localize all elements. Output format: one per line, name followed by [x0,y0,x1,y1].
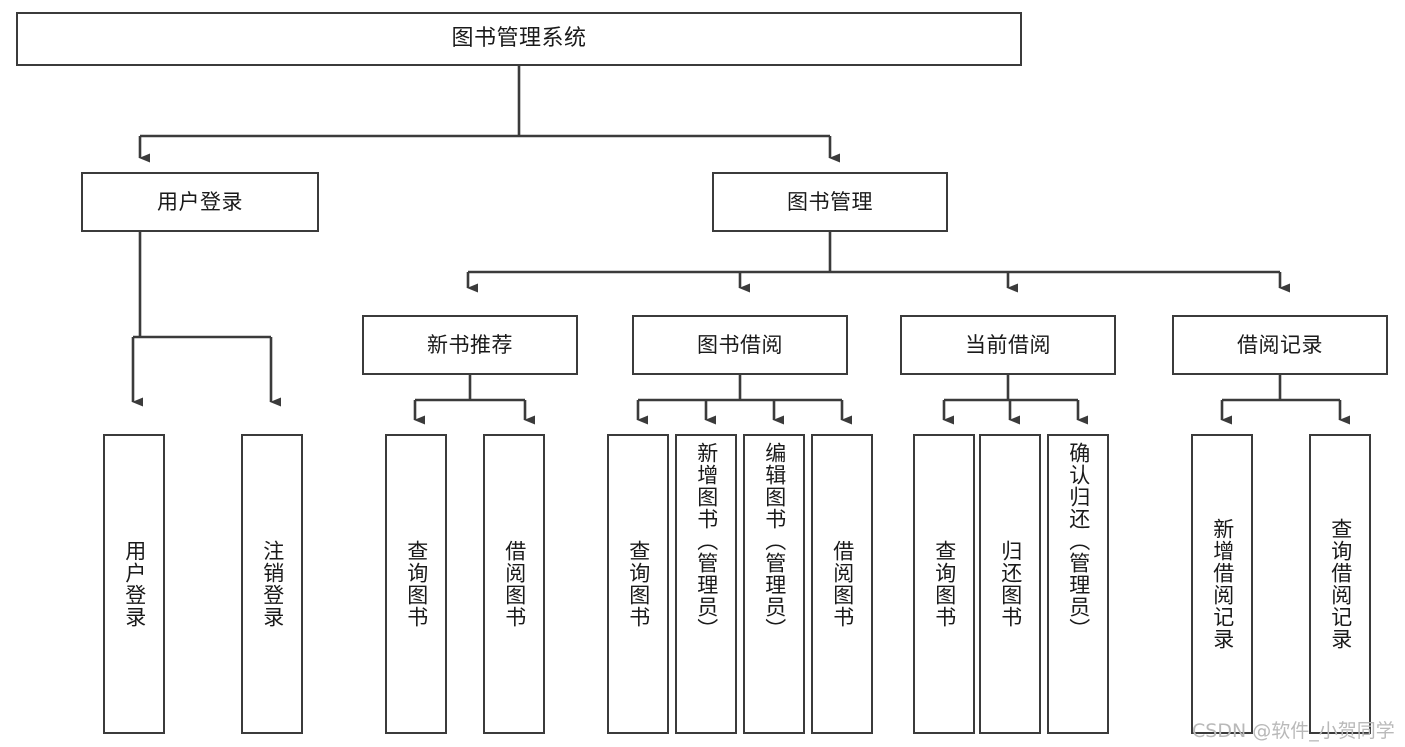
node-borrow-record[interactable]: 借阅记录 [1172,315,1388,375]
node-label: 注销登录 [260,540,285,628]
node-new-book-recommend[interactable]: 新书推荐 [362,315,578,375]
node-label: 借阅图书 [830,540,855,628]
node-label: 新书推荐 [427,332,513,357]
node-book-management[interactable]: 图书管理 [712,172,948,232]
leaf-confirm-return-admin[interactable]: 确认归还（管理员） [1047,434,1109,734]
node-label: 当前借阅 [965,332,1051,357]
leaf-logout-login[interactable]: 注销登录 [241,434,303,734]
node-label: 确认归还（管理员） [1066,442,1091,640]
node-user-login[interactable]: 用户登录 [81,172,319,232]
leaf-query-borrow-record[interactable]: 查询借阅记录 [1309,434,1371,734]
node-label: 新增借阅记录 [1210,518,1235,650]
node-label: 查询图书 [404,540,429,628]
node-book-borrow[interactable]: 图书借阅 [632,315,848,375]
node-label: 查询借阅记录 [1328,518,1353,650]
node-label: 图书借阅 [697,332,783,357]
node-label: 用户登录 [122,540,147,628]
csdn-watermark: CSDN @软件_小贺同学 [1192,720,1395,742]
node-label: 查询图书 [626,540,651,628]
node-label: 编辑图书（管理员） [762,442,787,640]
leaf-borrow-book[interactable]: 借阅图书 [811,434,873,734]
leaf-add-book-admin[interactable]: 新增图书（管理员） [675,434,737,734]
node-label: 新增图书（管理员） [694,442,719,640]
node-label: 图书管理 [787,189,873,214]
leaf-return-book[interactable]: 归还图书 [979,434,1041,734]
leaf-user-login[interactable]: 用户登录 [103,434,165,734]
leaf-edit-book-admin[interactable]: 编辑图书（管理员） [743,434,805,734]
node-label: 用户登录 [157,189,243,214]
node-label: 查询图书 [932,540,957,628]
leaf-query-book-borrow[interactable]: 查询图书 [607,434,669,734]
leaf-borrow-book-recommend[interactable]: 借阅图书 [483,434,545,734]
node-label: 归还图书 [998,540,1023,628]
node-label: 图书管理系统 [451,26,587,52]
node-current-borrow[interactable]: 当前借阅 [900,315,1116,375]
leaf-query-book-current[interactable]: 查询图书 [913,434,975,734]
node-root-system[interactable]: 图书管理系统 [16,12,1022,66]
leaf-add-borrow-record[interactable]: 新增借阅记录 [1191,434,1253,734]
node-label: 借阅图书 [502,540,527,628]
leaf-query-book-recommend[interactable]: 查询图书 [385,434,447,734]
node-label: 借阅记录 [1237,332,1323,357]
